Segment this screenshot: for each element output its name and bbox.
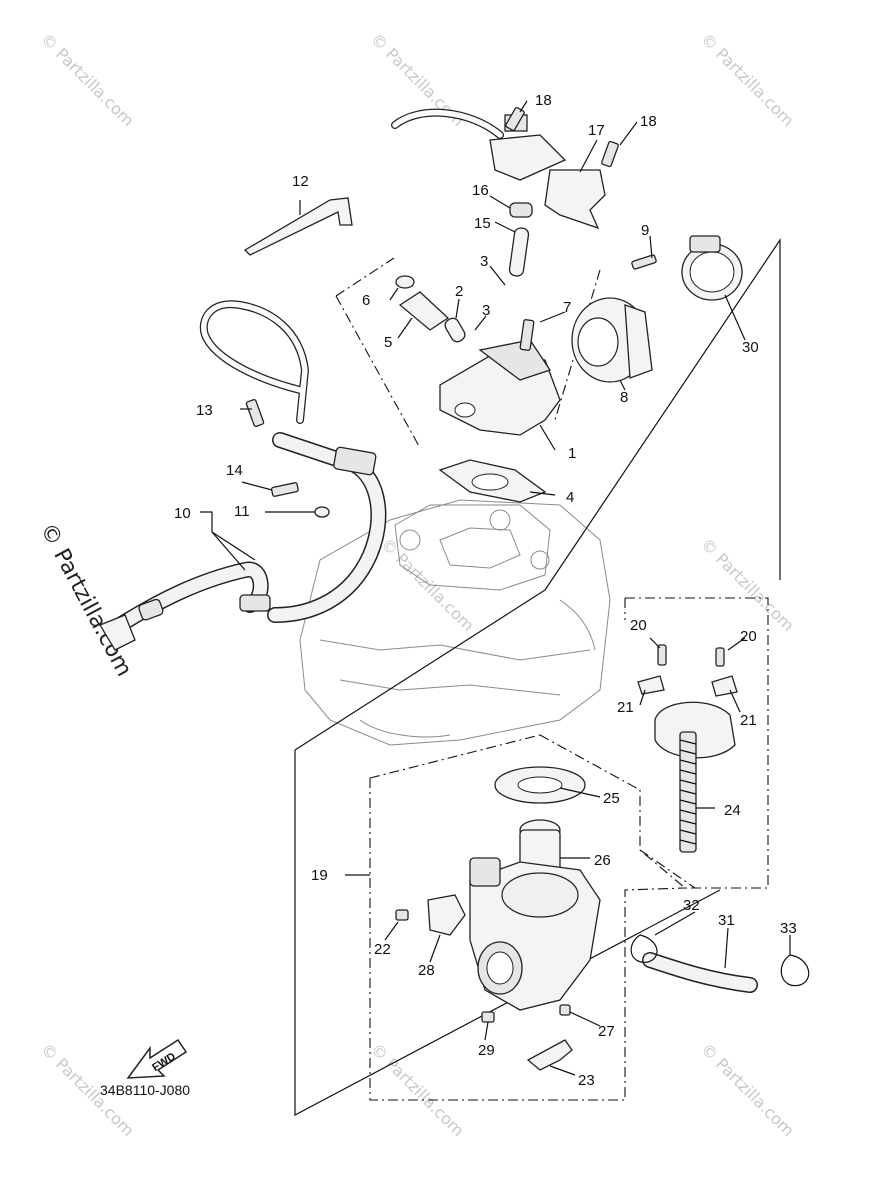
callout-32: 32: [683, 897, 700, 914]
callout-6: 6: [362, 292, 370, 309]
wire-harness: [199, 108, 504, 424]
callout-30: 30: [742, 339, 759, 356]
watermark: © Partzilla.com: [697, 534, 798, 635]
callout-27: 27: [598, 1023, 615, 1040]
callout-21: 21: [740, 712, 757, 729]
parts: [243, 107, 810, 1071]
callout-18: 18: [535, 92, 552, 109]
watermark: © Partzilla.com: [37, 29, 138, 130]
callout-13: 13: [196, 402, 213, 419]
callout-22: 22: [374, 941, 391, 958]
callout-3: 3: [482, 302, 490, 319]
callout-11: 11: [234, 503, 250, 520]
diagram-code: 34B8110-J080: [100, 1082, 190, 1098]
hose-assembly: [99, 432, 387, 651]
callout-18: 18: [640, 113, 657, 130]
callout-17: 17: [588, 122, 605, 139]
callout-21: 21: [617, 699, 634, 716]
watermark: © Partzilla.com: [367, 1039, 468, 1140]
callout-33: 33: [780, 920, 797, 937]
callout-28: 28: [418, 962, 435, 979]
leader-lines: [200, 100, 791, 1076]
callout-31: 31: [718, 912, 735, 929]
callout-20: 20: [630, 617, 647, 634]
callout-8: 8: [620, 389, 628, 406]
callout-7: 7: [563, 299, 571, 316]
callout-29: 29: [478, 1042, 495, 1059]
callout-20: 20: [740, 628, 757, 645]
callouts: 18 18 17 12 16 15 9 3 2 6 3 7 5 30 8 13 …: [174, 92, 797, 1089]
callout-19: 19: [311, 867, 328, 884]
callout-14: 14: [226, 462, 243, 479]
callout-23: 23: [578, 1072, 595, 1089]
watermark: © Partzilla.com: [697, 29, 798, 130]
watermark-large: © Partzilla.com: [35, 519, 137, 681]
callout-10: 10: [174, 505, 191, 522]
callout-16: 16: [472, 182, 489, 199]
fwd-arrow-icon: FWD: [126, 1038, 188, 1079]
callout-12: 12: [292, 173, 309, 190]
bolts: [245, 107, 725, 1023]
callout-1: 1: [568, 445, 576, 462]
callout-9: 9: [641, 222, 649, 239]
callout-4: 4: [566, 489, 574, 506]
engine-outline: [299, 499, 611, 746]
callout-26: 26: [594, 852, 611, 869]
callout-24: 24: [724, 802, 741, 819]
watermark: © Partzilla.com: [377, 534, 478, 635]
callout-15: 15: [474, 215, 491, 232]
callout-2: 2: [455, 283, 463, 300]
assembly-boxes: [294, 238, 781, 1116]
watermark: © Partzilla.com: [697, 1039, 798, 1140]
spring: [679, 731, 697, 853]
callout-25: 25: [603, 790, 620, 807]
callout-3: 3: [480, 253, 488, 270]
callout-5: 5: [384, 334, 392, 351]
